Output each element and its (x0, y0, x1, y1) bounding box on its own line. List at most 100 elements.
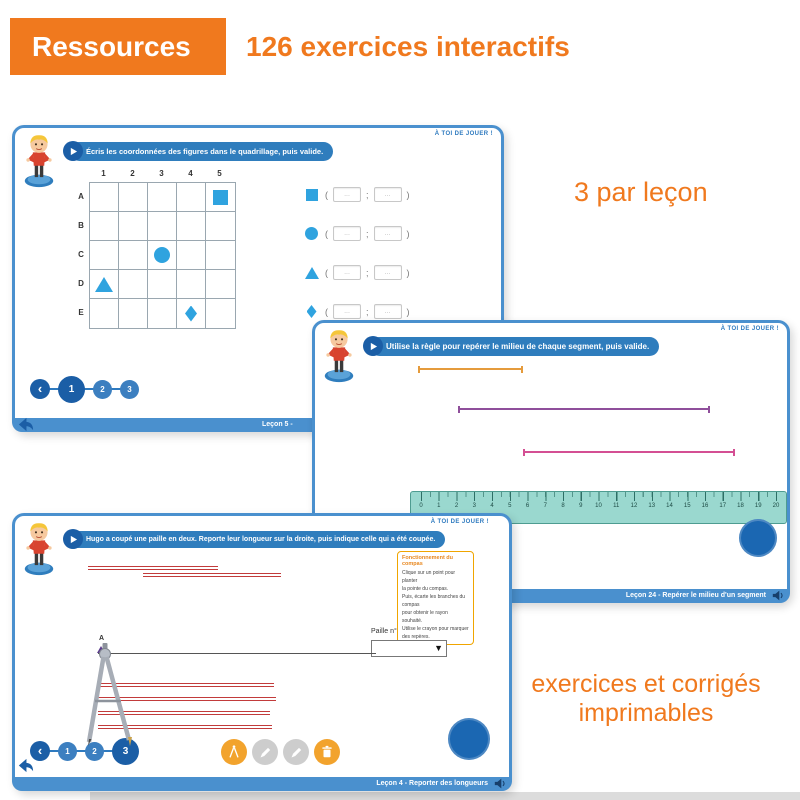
validate-button[interactable] (448, 718, 490, 760)
coordinate-input-y[interactable]: ... (373, 265, 402, 280)
segment-tick (708, 405, 710, 413)
grid-cell (177, 183, 206, 212)
nav-back-button[interactable]: ‹ (30, 379, 50, 399)
ruler-number: 14 (666, 503, 673, 509)
play-audio-icon[interactable] (363, 336, 383, 356)
nav-back-button[interactable]: ‹ (30, 741, 50, 761)
grid-col-label: 5 (217, 169, 222, 178)
grid-cell (206, 299, 235, 328)
compass-tool[interactable] (83, 643, 143, 746)
nav-page-button-3[interactable]: 3 (120, 379, 139, 399)
coordinate-input-x[interactable]: ... (333, 265, 361, 280)
help-text-line: Puis, écarte les branches du (402, 594, 466, 600)
note-per-lesson: 3 par leçon (574, 177, 708, 207)
open-paren: ( (325, 228, 328, 239)
answer-row: (...;...) (303, 214, 410, 253)
close-paren: ) (406, 228, 410, 239)
compass-tool-button[interactable] (221, 739, 247, 765)
segment-orange (418, 365, 523, 373)
bottom-page-edge (90, 792, 800, 800)
pencil-tool-button[interactable] (252, 739, 278, 765)
grid-cell (148, 212, 177, 241)
segment-tick (523, 448, 525, 456)
coordinate-input-x[interactable]: ... (333, 304, 361, 319)
nav-page-button-1[interactable]: 1 (58, 375, 85, 403)
grid-cell (148, 183, 177, 212)
nav-page-button-1[interactable]: 1 (58, 741, 77, 761)
answer-row: (...;...) (303, 292, 410, 331)
ruler-number: 6 (525, 503, 530, 509)
circle-shape (154, 247, 170, 263)
speaker-icon[interactable] (772, 590, 785, 601)
point-a-label: A (99, 635, 105, 642)
validate-button[interactable] (739, 519, 777, 557)
instruction-bar: Hugo a coupé une paille en deux. Reporte… (63, 529, 446, 549)
grid-row-label: A (78, 192, 84, 201)
coordinate-input-y[interactable]: ... (373, 226, 402, 241)
banner-subtitle: 126 exercices interactifs (246, 31, 570, 62)
square-shape (305, 188, 318, 201)
help-title: Fonctionnement du compas (402, 555, 454, 567)
segment-tick (418, 365, 420, 373)
back-arrow-icon[interactable] (16, 415, 35, 434)
ruler-number: 10 (595, 503, 602, 509)
eraser-tool-button[interactable] (283, 739, 309, 765)
coordinate-input-x[interactable]: ... (333, 187, 361, 202)
grid-cell (177, 270, 206, 299)
grid-cell (119, 299, 148, 328)
grid-cell (90, 241, 119, 270)
grid-row-label: B (78, 221, 84, 230)
speaker-icon[interactable] (494, 778, 507, 789)
trash-tool-button[interactable] (314, 739, 340, 765)
nav-page-button-2[interactable]: 2 (85, 741, 104, 761)
paille-dropdown[interactable]: ▼ (371, 640, 447, 657)
ruler-number: 13 (648, 503, 656, 509)
instruction-text: Hugo a coupé une paille en deux. Reporte… (70, 530, 446, 548)
grid-cell (206, 183, 235, 212)
play-audio-icon[interactable] (63, 529, 83, 549)
play-audio-icon[interactable] (63, 141, 83, 161)
close-paren: ) (406, 306, 410, 317)
ressources-banner: Ressources (10, 18, 226, 75)
grid-cell (177, 241, 206, 270)
back-arrow-icon[interactable] (16, 756, 35, 775)
grid-cell (148, 299, 177, 328)
lesson-label: Leçon 24 - Repérer le milieu d'un segmen… (625, 592, 766, 599)
grid-row-label: D (78, 279, 84, 288)
grid-cells (89, 182, 236, 329)
straw-segment (98, 697, 276, 701)
nav-page-button-2[interactable]: 2 (93, 379, 112, 399)
grid-col-label: 1 (101, 169, 106, 178)
nav-page-button-3[interactable]: 3 (112, 737, 139, 765)
grid-cell (119, 270, 148, 299)
ruler-number: 19 (754, 503, 762, 509)
ruler-number: 8 (561, 503, 565, 509)
separator: ; (366, 228, 369, 239)
nav-connector (40, 750, 129, 752)
separator: ; (366, 189, 369, 200)
coordinate-input-y[interactable]: ... (373, 304, 402, 319)
coordinate-input-y[interactable]: ... (373, 187, 402, 202)
grid-cell (90, 183, 119, 212)
note-printable-line1: exercices et corrigés (531, 670, 761, 698)
grid-cell (90, 299, 119, 328)
toolbar (221, 739, 340, 765)
instruction-bar: Écris les coordonnées des figures dans l… (63, 141, 334, 161)
coordinate-input-x[interactable]: ... (333, 226, 361, 241)
tagline: À TOI DE JOUER ! (434, 131, 493, 137)
help-text-line: des repères. (402, 634, 430, 640)
help-text-line: Utilise le crayon pour marquer (402, 626, 469, 632)
separator: ; (366, 306, 369, 317)
grid-col-label: 4 (188, 169, 193, 178)
circle-shape (305, 227, 318, 240)
help-box: Fonctionnement du compas Clique sur un p… (397, 551, 474, 645)
shape-icon (303, 266, 320, 279)
ruler-number: 15 (683, 503, 691, 509)
point-a-marker[interactable] (97, 646, 105, 653)
grid-cell (119, 212, 148, 241)
ruler-number: 11 (613, 503, 620, 509)
